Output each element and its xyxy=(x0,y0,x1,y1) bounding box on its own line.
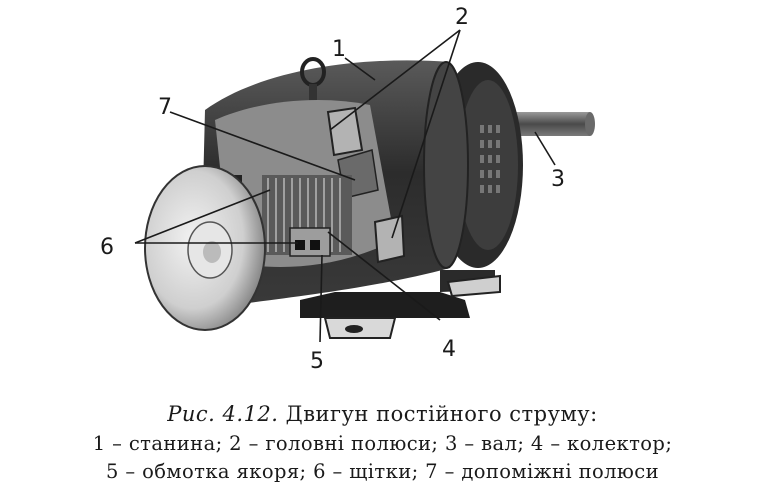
legend-line-1: 1 – станина; 2 – головні полюси; 3 – вал… xyxy=(92,432,673,455)
callout-7: 7 xyxy=(158,95,172,120)
callout-4: 4 xyxy=(442,337,456,362)
caption-title-line: Рис. 4.12. Двигун постійного струму: xyxy=(0,398,765,430)
mounting-feet xyxy=(300,270,501,339)
leader-lines xyxy=(134,29,556,343)
front-end-shield xyxy=(144,165,266,331)
callout-5: 5 xyxy=(310,349,324,374)
lifting-eye-bolt xyxy=(300,57,326,104)
callout-2: 2 xyxy=(455,5,469,30)
callout-1: 1 xyxy=(332,37,346,62)
figure-title: Двигун постійного струму: xyxy=(285,402,598,426)
dc-motor-illustration: 1 2 3 4 5 6 7 xyxy=(100,5,595,374)
figure-reference: Рис. 4.12. xyxy=(167,402,279,426)
legend-line-2: 5 – обмотка якоря; 6 – щітки; 7 – допомі… xyxy=(105,460,659,483)
callout-3: 3 xyxy=(551,167,565,192)
callout-6: 6 xyxy=(100,235,114,260)
figure-caption: Рис. 4.12. Двигун постійного струму: 1 –… xyxy=(0,398,765,486)
